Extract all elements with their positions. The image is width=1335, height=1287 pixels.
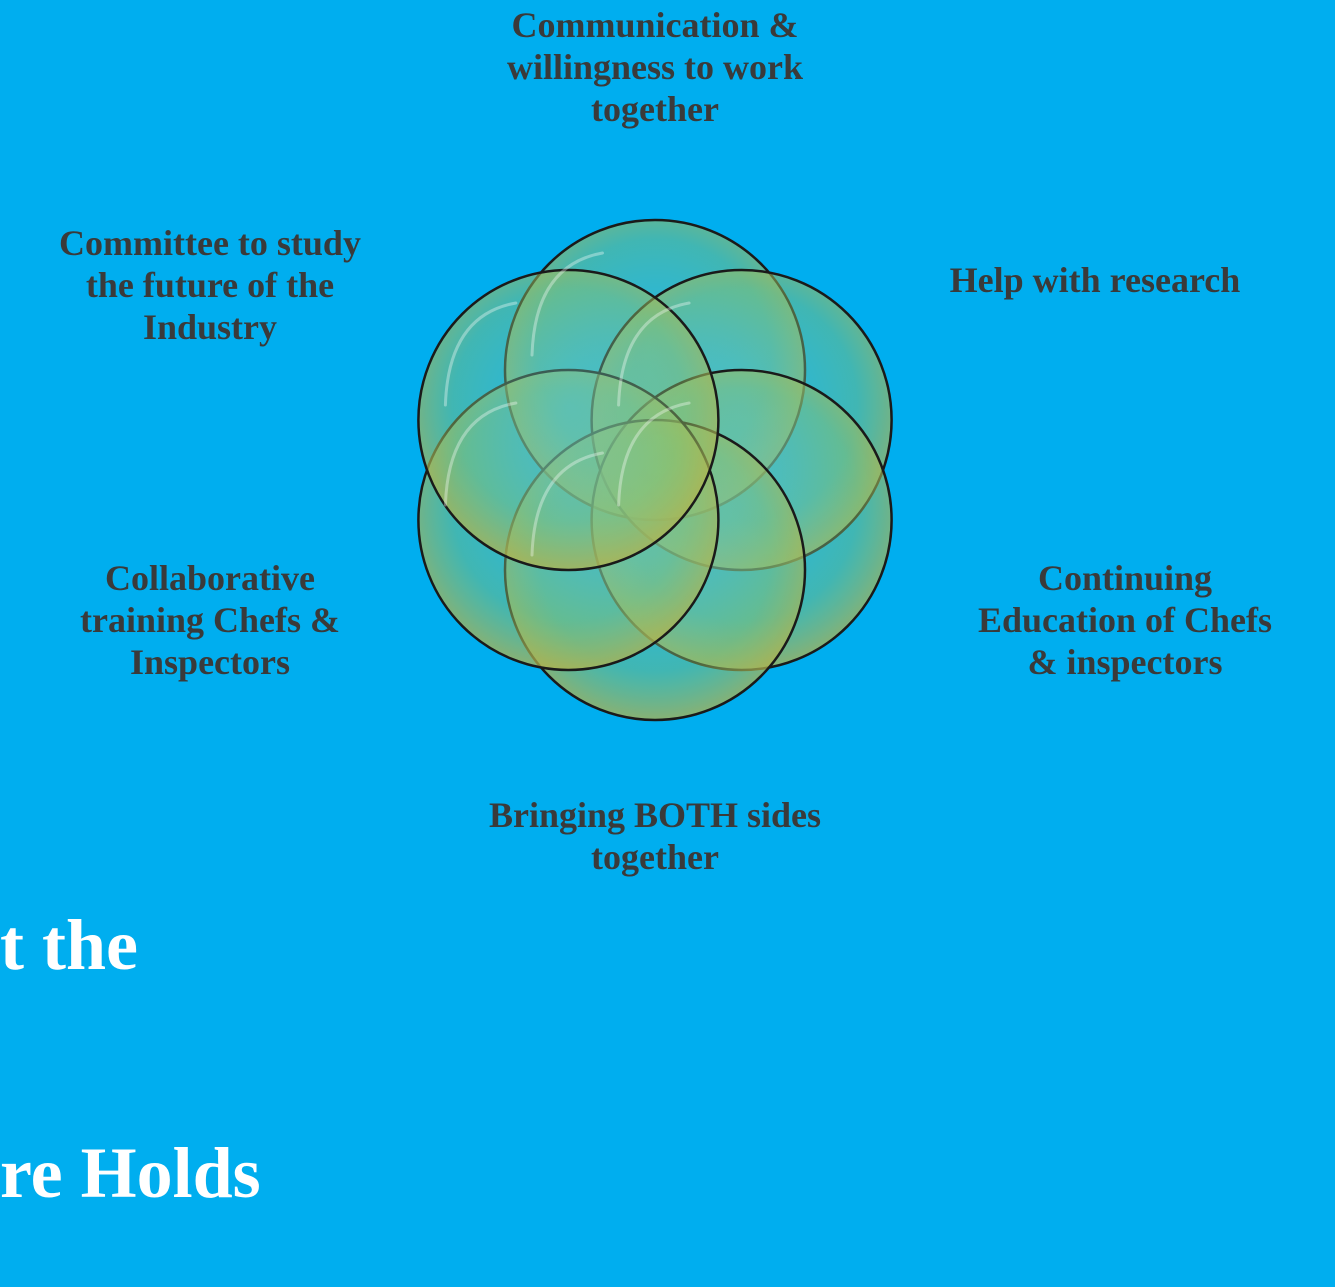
label-research: Help with research <box>949 260 1241 300</box>
title-line-1: t the <box>0 905 138 985</box>
label-collaborative-training: Collaborative training Chefs & Inspector… <box>80 558 340 682</box>
slide-title-fragment: t the re Holds <box>0 755 261 1287</box>
circle-highlight-bottom-right <box>617 401 691 507</box>
label-continuing-education: Continuing Education of Chefs & inspecto… <box>977 558 1273 682</box>
circle-highlight-top-right <box>617 301 691 407</box>
circle-highlight-bottom-left <box>443 401 518 507</box>
label-communication: Communication & willingness to work toge… <box>506 5 804 129</box>
circle-group <box>417 218 893 722</box>
title-line-2: re Holds <box>0 1133 261 1213</box>
label-bringing-sides: Bringing BOTH sides together <box>488 795 822 877</box>
circle-highlight-top <box>530 251 604 357</box>
highlight-group <box>443 251 691 557</box>
label-committee: Committee to study the future of the Ind… <box>59 223 361 347</box>
circle-top-left <box>417 268 720 572</box>
circle-highlight-bottom <box>530 451 604 557</box>
circle-highlight-top-left <box>443 301 518 407</box>
venn-rosette-diagram <box>417 218 893 722</box>
